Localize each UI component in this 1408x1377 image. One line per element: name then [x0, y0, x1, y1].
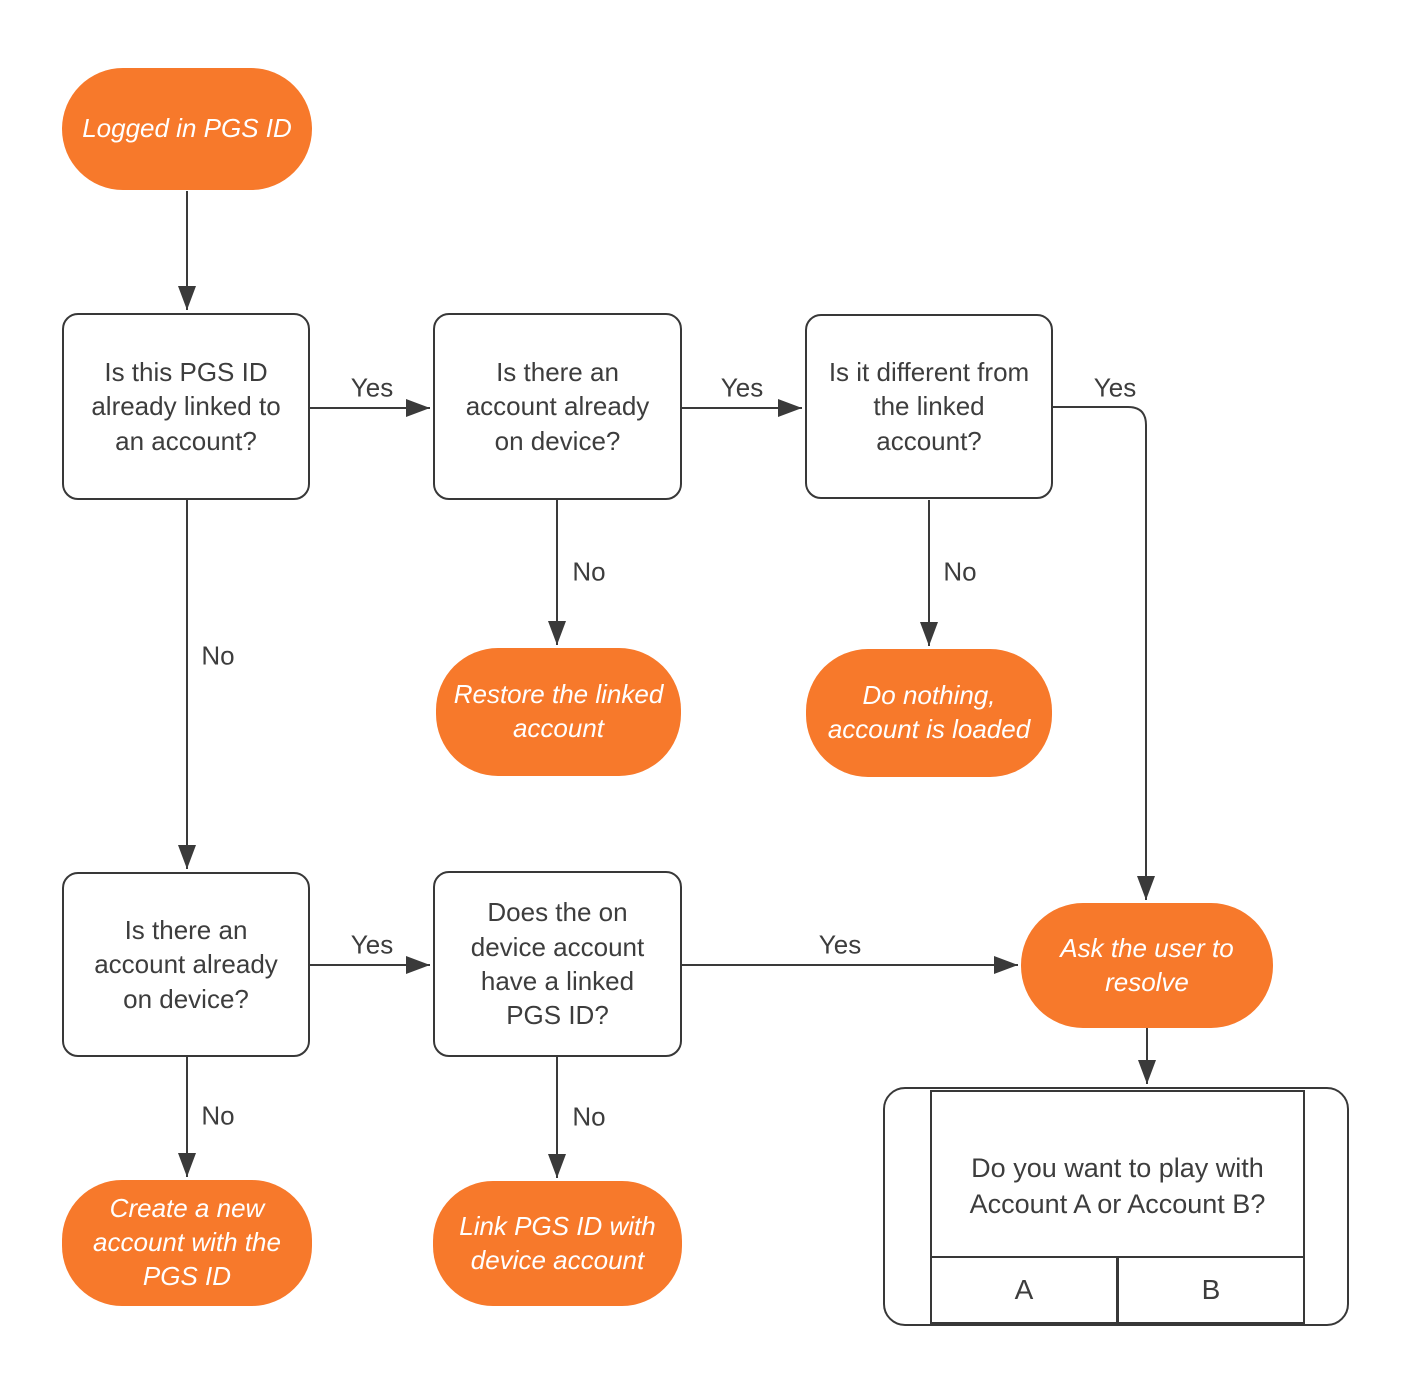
decision-node-account-on-device-1: Is there an account already on device?: [433, 313, 682, 500]
outcome-node-ask-user: Ask the user to resolve: [1021, 903, 1273, 1028]
outcome-node-do-nothing: Do nothing, account is loaded: [806, 649, 1052, 777]
dialog-panel: Do you want to play with Account A or Ac…: [930, 1090, 1305, 1324]
edge-label-d3-no: No: [943, 556, 977, 587]
edge-label-d2-yes: Yes: [720, 372, 764, 403]
edge-label-d2-no: No: [572, 556, 606, 587]
edge-label-d1-no: No: [201, 640, 235, 671]
edge-label-d3-yes: Yes: [1093, 372, 1137, 403]
decision-node-device-account-has-pgs: Does the on device account have a linked…: [433, 871, 682, 1057]
dialog-message: Do you want to play with Account A or Ac…: [969, 1152, 1266, 1219]
outcome-node-link: Link PGS ID with device account: [433, 1181, 682, 1306]
connector-d3-to-ask-yes: [1053, 406, 1155, 900]
edge-label-d5-yes: Yes: [818, 929, 862, 960]
dialog-buttons-row: A B: [932, 1256, 1303, 1322]
edge-label-d4-no: No: [201, 1100, 235, 1131]
outcome-node-create-new: Create a new account with the PGS ID: [62, 1180, 312, 1306]
decision-node-account-on-device-2: Is there an account already on device?: [62, 872, 310, 1057]
start-node: Logged in PGS ID: [62, 68, 312, 190]
dialog-button-b: B: [1201, 1274, 1221, 1305]
decision-node-different-from-linked: Is it different from the linked account?: [805, 314, 1053, 499]
edge-label-d4-yes: Yes: [350, 929, 394, 960]
edge-label-d1-yes: Yes: [350, 372, 394, 403]
edge-label-d5-no: No: [572, 1101, 606, 1132]
dialog-button-a: A: [932, 1258, 1119, 1322]
outcome-node-restore: Restore the linked account: [436, 648, 681, 776]
decision-node-pgs-linked: Is this PGS ID already linked to an acco…: [62, 313, 310, 500]
